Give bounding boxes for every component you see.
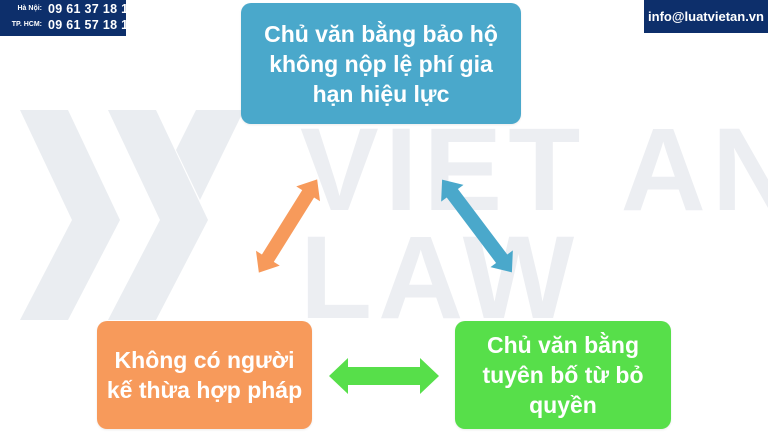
contact-row-hanoi: Hà Nội: 09 61 37 18 18 — [4, 2, 136, 18]
node-text: Chủ văn bằng tuyên bố từ bỏ quyền — [482, 332, 644, 418]
arrow-left-right — [329, 358, 439, 394]
contact-phone-number[interactable]: 09 61 37 18 18 — [48, 2, 136, 16]
email-link[interactable]: info@luatvietan.vn — [648, 9, 764, 24]
node-owner-renounces: Chủ văn bằng tuyên bố từ bỏ quyền — [455, 321, 671, 429]
contact-city-label: Hà Nội: — [17, 5, 43, 12]
contact-row-hcm: TP. HCM: 09 61 57 18 18 — [4, 18, 136, 34]
contact-city-label: TP. HCM: — [11, 21, 42, 28]
arrow-left-top — [255, 179, 321, 273]
arrow-top-right — [441, 179, 513, 273]
contact-phone-number[interactable]: 09 61 57 18 18 — [48, 18, 136, 32]
contact-box: Hà Nội: 09 61 37 18 18 TP. HCM: 09 61 57… — [0, 0, 136, 36]
node-text: Không có người kế thừa hợp pháp — [106, 347, 303, 403]
email-box: info@luatvietan.vn — [644, 0, 768, 33]
node-no-renewal-fee: Chủ văn bằng bảo hộ không nộp lệ phí gia… — [241, 3, 521, 124]
node-no-legal-heir: Không có người kế thừa hợp pháp — [97, 321, 312, 429]
node-text: Chủ văn bằng bảo hộ không nộp lệ phí gia… — [264, 20, 498, 107]
